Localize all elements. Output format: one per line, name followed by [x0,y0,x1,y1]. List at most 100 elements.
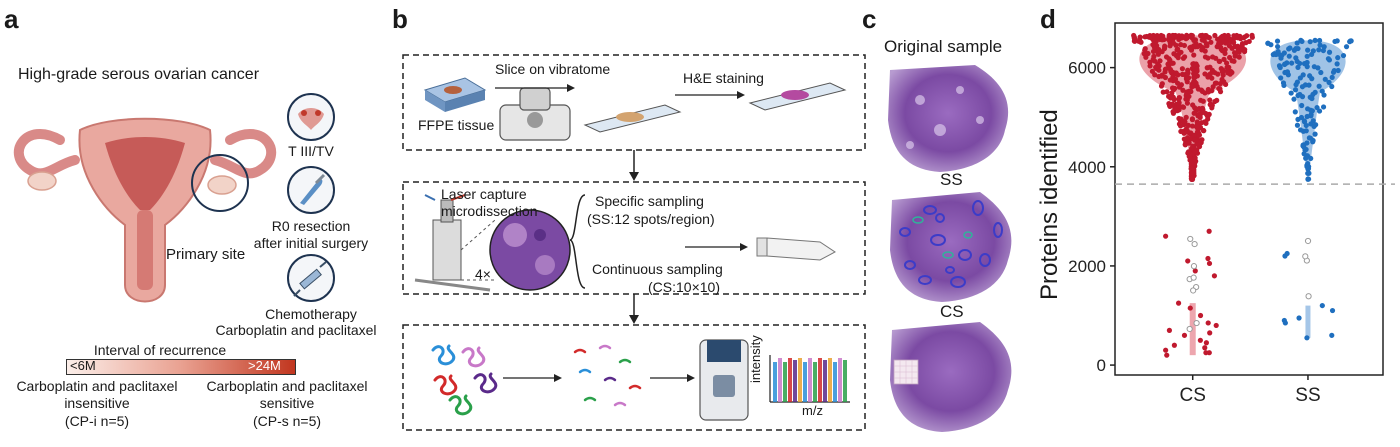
point-cs [1217,86,1223,92]
cpi-line-2: insensitive [64,395,130,411]
point-ss [1295,64,1301,70]
point-cs [1200,109,1207,115]
point-cs [1221,38,1227,45]
point-ss [1326,49,1333,55]
point-cs [1226,64,1232,70]
point-cs [1244,33,1250,39]
point-cs [1206,111,1212,117]
point-ss [1294,40,1300,46]
point-cs [1200,98,1206,104]
point-ss [1304,113,1310,120]
ss-label-2: (SS:12 spots/region) [587,211,715,227]
point-cs-low [1206,228,1212,234]
point-ss [1293,82,1299,88]
point-cs [1210,84,1216,90]
point-cs [1208,39,1214,45]
point-cs-low [1203,340,1210,346]
point-cs [1189,117,1196,123]
point-cs [1171,87,1177,93]
point-cs [1222,50,1228,57]
point-cs [1201,128,1207,134]
point-ss [1295,116,1301,122]
point-ss [1314,104,1320,111]
point-cs-low [1181,332,1188,338]
point-ss [1286,53,1292,59]
point-cs [1170,40,1177,46]
point-cs [1180,55,1187,61]
point-cs [1131,35,1137,41]
recurrence-gradient-bar [66,359,296,375]
resection-label-1: R0 resection [271,218,351,234]
point-cs [1176,96,1182,102]
point-ss [1332,38,1338,45]
point-ss [1289,60,1295,66]
point-ss-low [1329,307,1336,314]
bar-right-label: >24M [248,358,281,373]
chemo-label-2: Carboplatin and paclitaxel [215,322,377,338]
he-label: H&E staining [683,70,764,86]
point-cs [1189,123,1196,129]
point-cs [1150,56,1156,62]
point-cs [1167,103,1173,109]
point-ss [1343,44,1350,50]
point-cs [1184,97,1190,103]
panel-letter-c: c [862,4,877,34]
point-cs [1185,122,1191,128]
point-cs-low [1211,273,1218,279]
data-points [1131,32,1354,358]
violins [1139,35,1346,356]
point-ss [1316,37,1323,44]
point-cs [1191,71,1197,77]
point-cs [1180,87,1186,93]
point-cs [1168,68,1174,74]
point-cs [1200,45,1206,51]
point-ss [1308,155,1314,162]
point-cs [1188,88,1194,95]
scalpel-icon [287,166,335,214]
point-cs [1192,37,1199,43]
point-cs [1192,156,1198,162]
point-ss [1305,47,1311,53]
point-cs [1198,87,1205,93]
point-ss [1316,83,1322,89]
panel-letter-d: d [1040,4,1056,34]
point-ss [1281,50,1287,56]
point-cs [1184,129,1190,135]
point-cs [1224,60,1230,66]
point-outline [1190,287,1197,294]
point-ss [1310,137,1316,144]
cpi-line-1: Carboplatin and paclitaxel [16,378,178,394]
point-ss [1306,82,1312,88]
point-ss [1275,43,1281,50]
point-cs-low [1163,233,1169,239]
point-outline [1304,237,1312,245]
plot-frame [1114,22,1384,376]
point-cs-low [1197,312,1204,319]
point-ss [1307,39,1313,45]
point-cs [1190,143,1196,149]
point-ss [1287,45,1293,51]
point-cs [1201,37,1207,44]
point-cs [1167,77,1173,83]
point-cs [1174,80,1181,86]
point-cs-low [1202,345,1208,351]
point-cs [1152,36,1158,42]
point-cs [1152,72,1158,78]
point-cs [1191,79,1197,85]
chemo-label-1: Chemotherapy [265,306,357,322]
intensity-label: intensity [748,335,763,383]
point-ss [1291,96,1297,102]
point-cs [1212,32,1218,39]
point-ss [1325,56,1332,62]
point-ss [1278,55,1284,61]
point-cs-low [1166,327,1173,333]
point-cs [1183,114,1189,120]
point-cs [1164,89,1170,95]
point-outline [1193,319,1200,327]
point-cs-low [1207,330,1213,336]
point-cs [1159,72,1165,78]
point-cs [1221,56,1227,62]
primary-site-label: Primary site [166,246,246,263]
